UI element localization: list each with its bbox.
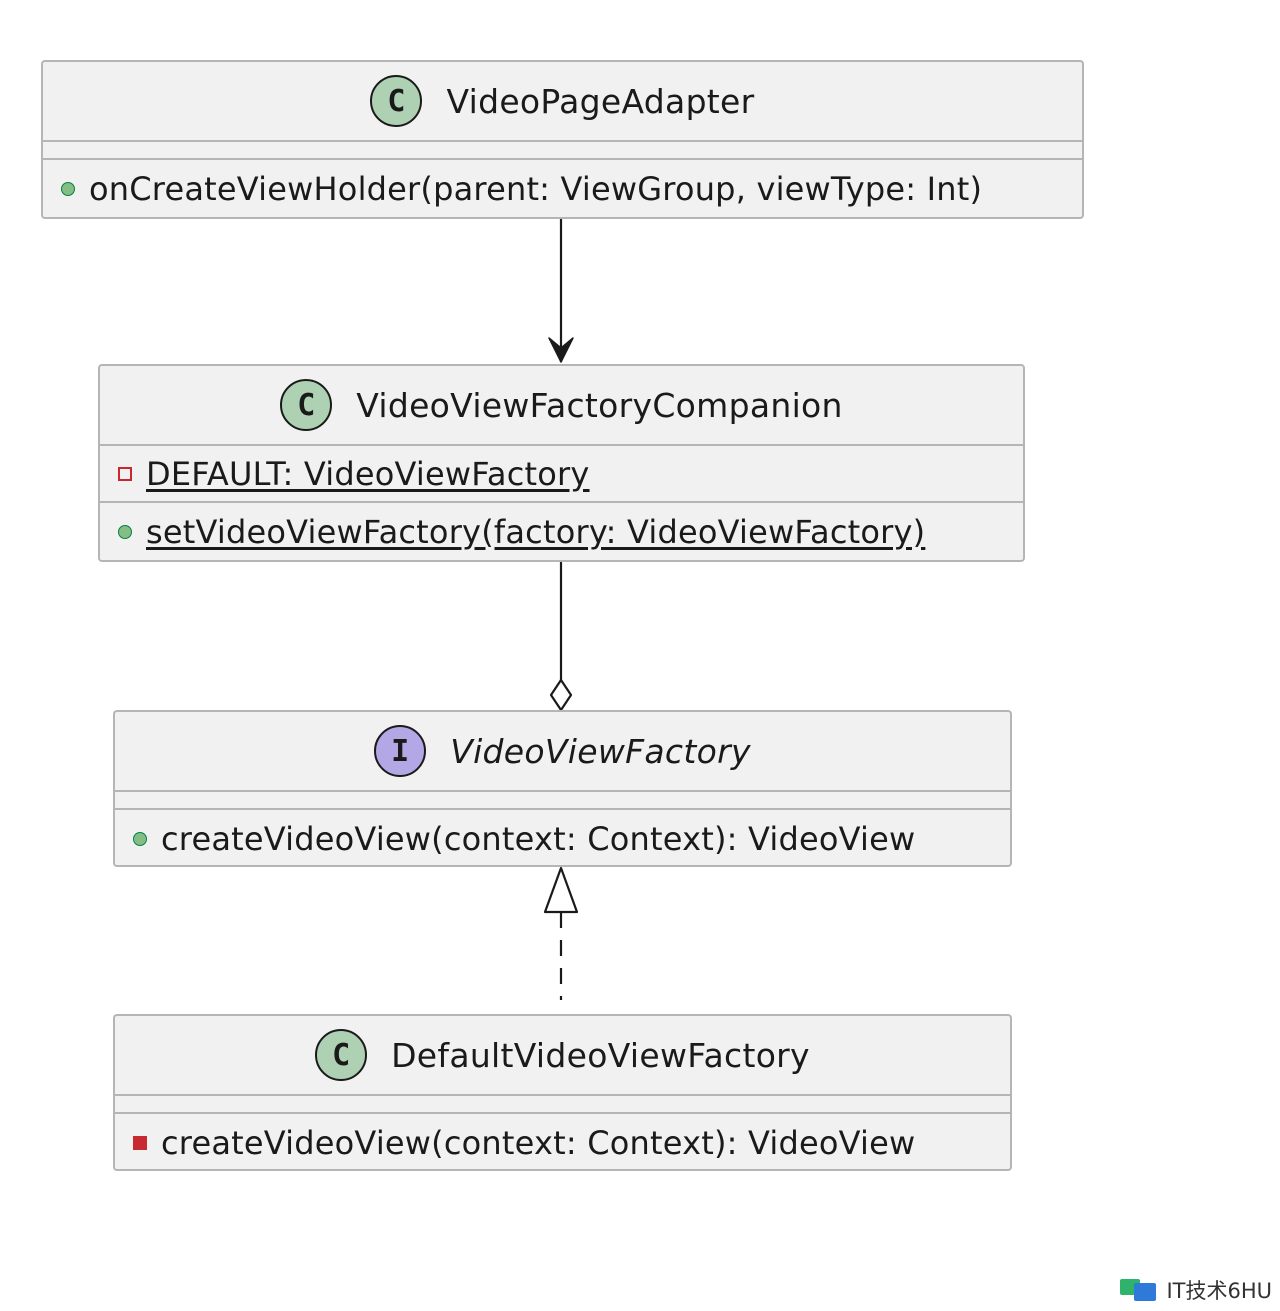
class-video-page-adapter: C VideoPageAdapter onCreateViewHolder(pa… [41, 60, 1084, 219]
methods-section: createVideoView(context: Context): Video… [115, 1114, 1010, 1171]
class-header: C DefaultVideoViewFactory [115, 1016, 1010, 1096]
class-header: C VideoPageAdapter [43, 62, 1082, 142]
class-header: I VideoViewFactory [115, 712, 1010, 792]
methods-section: setVideoViewFactory(factory: VideoViewFa… [100, 503, 1023, 560]
class-name: VideoPageAdapter [446, 81, 755, 121]
class-default-video-view-factory: C DefaultVideoViewFactory createVideoVie… [113, 1014, 1012, 1171]
private-visibility-icon [133, 1135, 147, 1150]
fields-section [43, 142, 1082, 160]
class-video-view-factory-companion: C VideoViewFactoryCompanion DEFAULT: Vid… [98, 364, 1025, 562]
class-name: VideoViewFactory [450, 731, 751, 771]
interface-stereotype-icon: I [374, 725, 427, 777]
class-name: DefaultVideoViewFactory [391, 1035, 810, 1075]
fields-section [115, 1096, 1010, 1114]
methods-section: createVideoView(context: Context): Video… [115, 810, 1010, 867]
aggregation-diamond [549, 678, 573, 712]
watermark-logo-icon [1120, 1279, 1157, 1301]
watermark-text: IT技术6HU [1166, 1279, 1272, 1303]
association-arrowhead [548, 337, 574, 363]
class-header: C VideoViewFactoryCompanion [100, 366, 1023, 446]
private-visibility-icon [118, 466, 132, 481]
fields-section: DEFAULT: VideoViewFactory [100, 446, 1023, 503]
public-visibility-icon [61, 181, 75, 196]
fields-section [115, 792, 1010, 810]
method-signature: createVideoView(context: Context): Video… [161, 819, 916, 858]
class-name: VideoViewFactoryCompanion [356, 385, 843, 425]
public-visibility-icon [118, 524, 132, 539]
method-signature: setVideoViewFactory(factory: VideoViewFa… [146, 512, 926, 551]
public-visibility-icon [133, 831, 147, 846]
method-signature: onCreateViewHolder(parent: ViewGroup, vi… [89, 169, 983, 208]
class-stereotype-icon: C [370, 75, 423, 127]
interface-video-view-factory: I VideoViewFactory createVideoView(conte… [113, 710, 1012, 867]
method-signature: createVideoView(context: Context): Video… [161, 1123, 916, 1162]
realization-triangle [543, 866, 579, 914]
methods-section: onCreateViewHolder(parent: ViewGroup, vi… [43, 160, 1082, 217]
class-stereotype-icon: C [315, 1029, 368, 1081]
watermark: IT技术6HU [1120, 1275, 1272, 1305]
field-signature: DEFAULT: VideoViewFactory [146, 454, 590, 493]
class-stereotype-icon: C [280, 379, 333, 431]
